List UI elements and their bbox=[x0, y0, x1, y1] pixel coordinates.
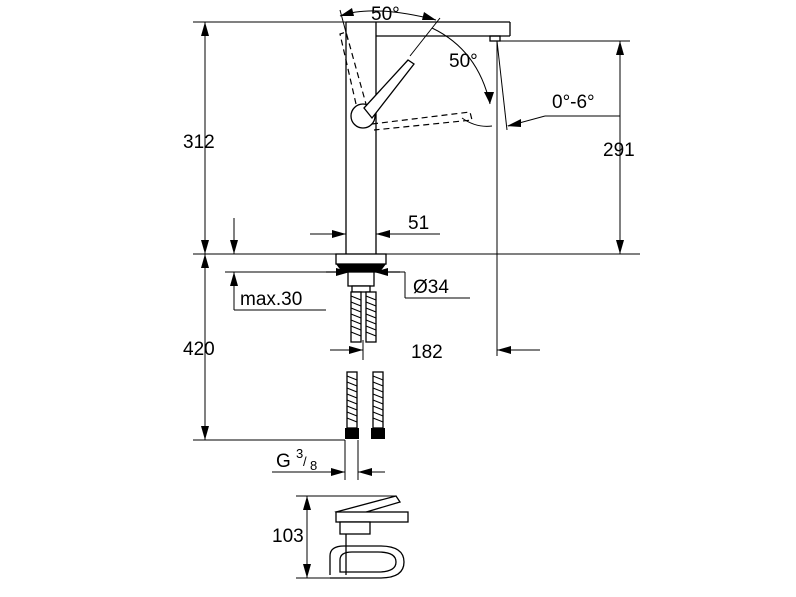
dim-thread-denominator: 8 bbox=[310, 458, 317, 473]
dim-tilt-range: 0°-6° bbox=[552, 92, 595, 113]
dimension-labels: 312 291 420 51 Ø34 max.30 182 G 3 / 8 50… bbox=[183, 4, 635, 547]
dim-thread-numerator: 3 bbox=[296, 446, 303, 461]
dim-diameter-34: Ø34 bbox=[413, 277, 449, 298]
dim-max-30: max.30 bbox=[240, 289, 302, 310]
dim-103: 103 bbox=[272, 526, 304, 547]
faucet-body bbox=[326, 21, 511, 293]
dimension-lines bbox=[193, 8, 640, 579]
dim-thread-g: G bbox=[276, 451, 291, 472]
handle-side-view bbox=[329, 495, 409, 579]
dim-angle-top: 50° bbox=[371, 4, 400, 25]
dim-51: 51 bbox=[408, 213, 429, 234]
dim-angle-right: 50° bbox=[449, 51, 478, 72]
lever-handle bbox=[339, 31, 473, 131]
dim-291: 291 bbox=[603, 140, 635, 161]
dim-312: 312 bbox=[183, 132, 215, 153]
dim-thread-slash: / bbox=[303, 454, 307, 469]
dim-182: 182 bbox=[411, 342, 443, 363]
dim-420: 420 bbox=[183, 339, 215, 360]
supply-hoses bbox=[345, 291, 385, 439]
